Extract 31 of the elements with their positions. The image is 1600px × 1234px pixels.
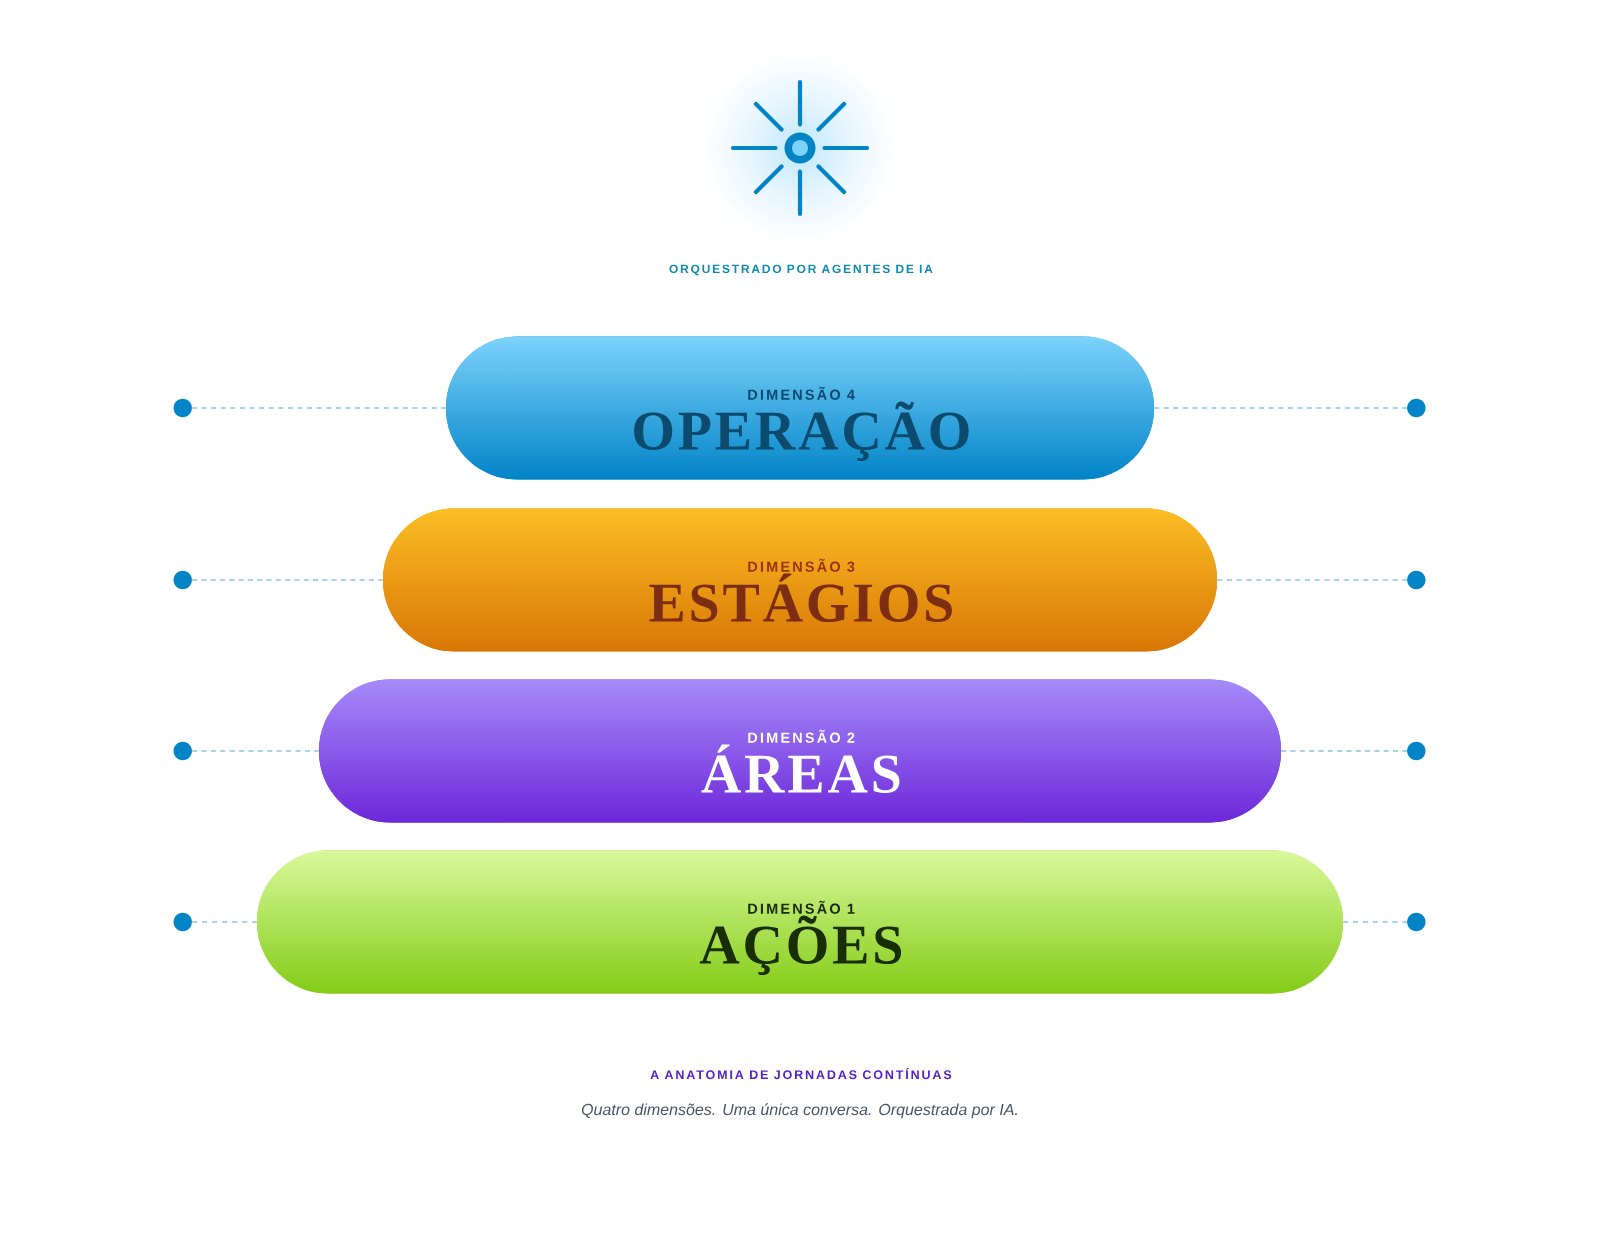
dashed-line [191,407,447,409]
band-title: ESTÁGIOS [649,573,952,623]
pill-band [382,508,1218,652]
dot [173,741,192,761]
band-title: ÁREAS [701,744,900,794]
dashed-line [1216,579,1408,581]
dimension-label: DIMENSÃO 1 [748,900,855,914]
dot [173,570,192,590]
dimension-label: DIMENSÃO 2 [748,729,855,743]
dashed-line [1153,407,1408,409]
dashed-line [1280,750,1408,752]
pill-band [318,679,1282,823]
pill-band [445,336,1155,480]
dot [1407,912,1426,932]
dashed-line [1342,921,1408,923]
dimension-label: DIMENSÃO 4 [748,386,855,400]
dot [1407,398,1426,418]
dashed-line [191,579,384,581]
band-title: OPERAÇÃO [634,401,969,462]
band-title: AÇÕES [699,915,902,976]
pill-band [256,850,1344,994]
dashed-line [191,750,320,752]
dot [173,912,192,932]
heading: A ANATOMIA DE JORNADAS CONTÍNUAS [650,1067,952,1080]
dot [1407,570,1426,590]
dot [1407,741,1426,761]
dashed-line [191,921,258,923]
tagline: ORQUESTRADO POR AGENTES DE IA [669,264,933,276]
caption: Quatro dimensões. Uma única conversa. Orquestrada por IA. [581,1103,1017,1119]
dimension-label: DIMENSÃO 3 [748,558,855,572]
dot [173,398,192,418]
